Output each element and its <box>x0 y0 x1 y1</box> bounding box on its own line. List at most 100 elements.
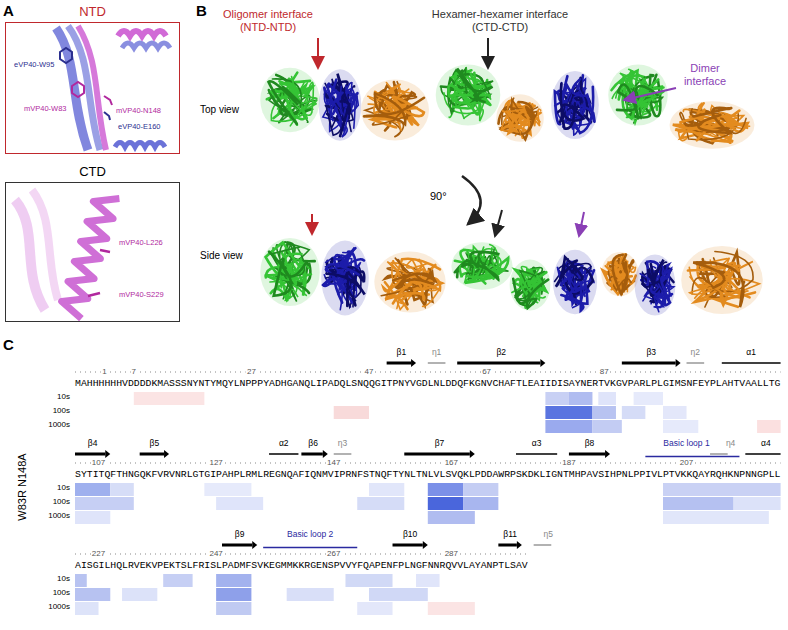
residue-number: 227 <box>91 549 106 558</box>
beta-strand <box>457 362 540 365</box>
beta-strand <box>540 359 545 367</box>
beta-strand <box>411 359 416 367</box>
interface-arrows <box>312 38 676 236</box>
structure-label: β4 <box>88 439 98 449</box>
ruler-dots <box>75 463 781 464</box>
hdx-cell <box>663 483 781 496</box>
protein-ribbon <box>519 102 535 134</box>
protein-ribbon <box>449 67 491 117</box>
residue-number: 187 <box>561 458 576 467</box>
protein-ribbon <box>326 273 364 306</box>
helix-ribbon <box>115 143 165 148</box>
protein-shadow <box>361 79 429 140</box>
turn-mark <box>534 544 552 546</box>
panel-heading: NTD <box>79 5 106 20</box>
structure-label: η2 <box>691 348 700 358</box>
protein-ribbon <box>457 69 492 103</box>
residue-number: 127 <box>208 458 223 467</box>
turn-mark <box>334 453 352 455</box>
hdx-cell <box>334 406 369 419</box>
hdx-cell <box>163 574 192 587</box>
structure-label: β10 <box>403 530 417 540</box>
protein-shadow <box>321 241 369 316</box>
interface-label: Hexamer-hexamer interface (CTD-CTD) <box>420 8 580 33</box>
hdx-cell <box>428 483 463 496</box>
hdx-cell <box>428 511 475 524</box>
alpha-helix <box>516 453 557 455</box>
structure-label: η5 <box>544 530 553 540</box>
beta-strand <box>252 541 257 549</box>
protein-shadow <box>551 71 599 139</box>
structure-label: β6 <box>308 439 318 449</box>
residue-number: 247 <box>208 549 223 558</box>
residue-number: 1 <box>101 367 107 376</box>
residue-label: mVP40-W83 <box>24 105 67 114</box>
structure-label: α3 <box>532 439 542 449</box>
time-label: 10s <box>57 574 70 583</box>
hdx-cell <box>463 483 498 496</box>
interface-label: Dimer interface <box>670 62 740 87</box>
beta-strand <box>622 362 676 365</box>
structure-panel: CTDmVP40-L226mVP40-S229 <box>5 182 180 322</box>
residue-stick <box>88 293 100 296</box>
beta-strand <box>470 450 475 458</box>
beta-ribbon <box>56 28 88 150</box>
beta-strand <box>301 453 322 456</box>
structure-label: β8 <box>585 439 595 449</box>
protein-ribbon <box>448 74 489 115</box>
residue-stick <box>72 82 84 97</box>
view-label: Top view <box>200 104 239 116</box>
hdx-cell <box>428 602 475 615</box>
pointer-arrow <box>624 88 676 100</box>
hdx-cell <box>216 588 251 601</box>
time-label: 1000s <box>48 602 70 611</box>
panel-letter: A <box>3 2 14 19</box>
residue-label: eVP40-W95 <box>14 61 54 70</box>
hdx-cell <box>598 392 616 405</box>
hdx-cell <box>357 497 404 510</box>
beta-strand <box>676 359 681 367</box>
hdx-cell <box>663 420 698 433</box>
protein-ribbon <box>513 279 548 308</box>
protein-ribbon <box>269 252 306 296</box>
turn-mark <box>428 362 446 364</box>
structure-label: η3 <box>338 439 347 449</box>
hdx-cell <box>428 497 463 510</box>
structure-label: β3 <box>646 348 656 358</box>
protein-ribbon <box>556 257 582 286</box>
pointer-arrow <box>495 210 502 236</box>
helix-ribbon <box>122 43 170 48</box>
ruler-dots <box>75 554 528 555</box>
background-ribbon <box>32 190 58 300</box>
loop-bar <box>263 547 357 549</box>
ctd-structure <box>15 190 119 319</box>
residue-stick <box>100 250 110 252</box>
residue-label: eVP40-E160 <box>118 123 161 132</box>
alpha-helix <box>269 453 298 455</box>
hdx-cell <box>216 497 263 510</box>
protein-ribbon <box>502 112 531 135</box>
alpha-helix <box>745 453 780 455</box>
hdx-cell <box>345 574 392 587</box>
structure-panel: NTDeVP40-W95mVP40-W83mVP40-N148eVP40-E16… <box>5 22 180 154</box>
hdx-cell <box>569 392 593 405</box>
structure-label: β7 <box>435 439 445 449</box>
time-label: 1000s <box>48 511 70 520</box>
hdx-cell <box>75 574 87 587</box>
protein-ribbon <box>392 260 435 287</box>
protein-ribbon <box>613 255 628 294</box>
protein-ribbon <box>617 85 658 120</box>
residue-number: 287 <box>444 549 459 558</box>
protein-shadow <box>670 101 755 149</box>
ruler-dots <box>75 372 781 373</box>
beta-strand <box>387 362 411 365</box>
structure-label: β9 <box>235 530 245 540</box>
protein-shadow <box>260 68 320 133</box>
hdx-cell <box>75 602 99 615</box>
protein-shadow <box>436 64 501 125</box>
hdx-cell <box>134 392 205 405</box>
structure-label: α2 <box>279 439 289 449</box>
hdx-cell <box>416 574 440 587</box>
